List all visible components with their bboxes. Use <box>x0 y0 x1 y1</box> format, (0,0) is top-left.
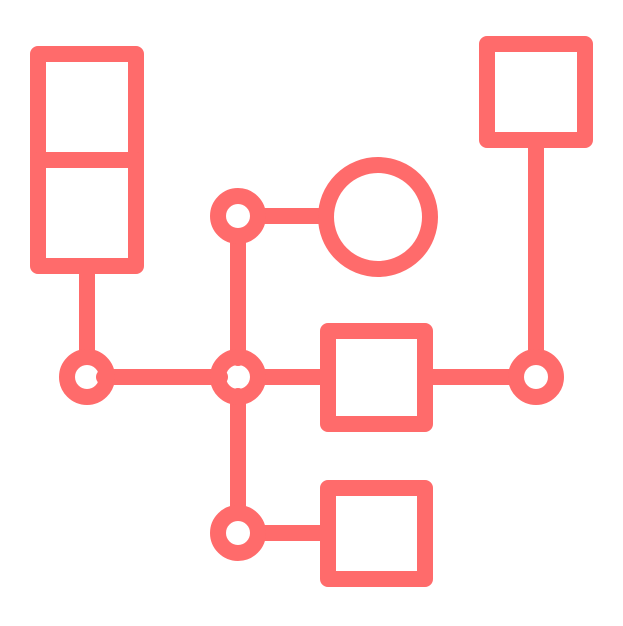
node-left <box>59 349 115 405</box>
diagram-strokes <box>30 36 593 587</box>
top-right-box <box>479 36 593 148</box>
stacked-box-bottom <box>30 152 144 274</box>
bottom-box <box>320 480 433 587</box>
node-right <box>508 349 564 405</box>
node-upper <box>210 188 266 244</box>
middle-box <box>320 323 433 432</box>
circle-element <box>318 157 438 277</box>
node-center <box>210 349 266 405</box>
stacked-box-top <box>30 46 144 168</box>
node-lower <box>210 505 266 561</box>
